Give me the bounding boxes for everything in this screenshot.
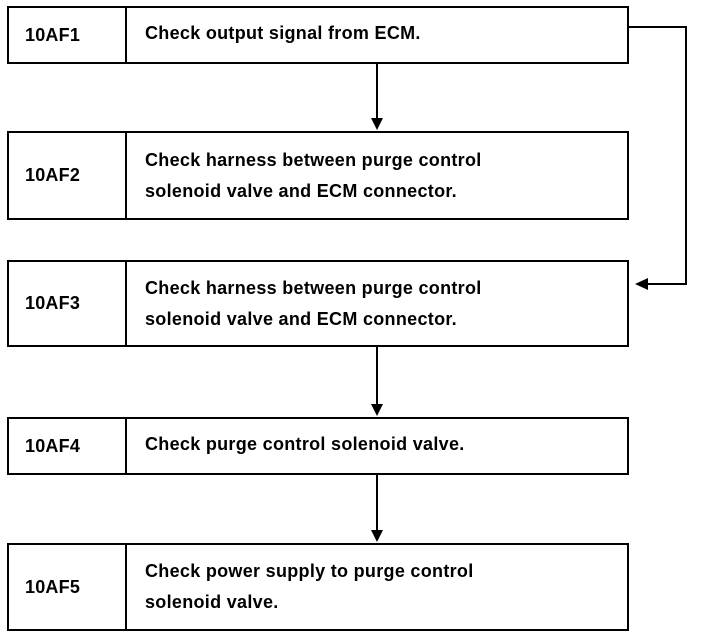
step-code: 10AF1 [9,8,127,62]
step-code: 10AF3 [9,262,127,345]
step-text: Check purge control solenoid valve. [145,434,465,454]
flow-step-10af3: 10AF3 Check harness between purge contro… [7,260,629,347]
arrow-10af3-to-10af4 [371,347,383,416]
flow-step-10af1: 10AF1 Check output signal from ECM. [7,6,629,64]
arrow-10af4-to-10af5 [371,475,383,542]
step-code: 10AF5 [9,545,127,629]
arrow-10af1-to-10af2 [371,64,383,130]
bypass-arrow-10af1-to-10af3 [629,26,687,290]
flow-step-10af5: 10AF5 Check power supply to purge contro… [7,543,629,631]
step-text: Check output signal from ECM. [145,23,421,43]
flow-step-10af2: 10AF2 Check harness between purge contro… [7,131,629,220]
flow-step-10af4: 10AF4 Check purge control solenoid valve… [7,417,629,475]
step-code: 10AF2 [9,133,127,218]
step-code: 10AF4 [9,419,127,473]
